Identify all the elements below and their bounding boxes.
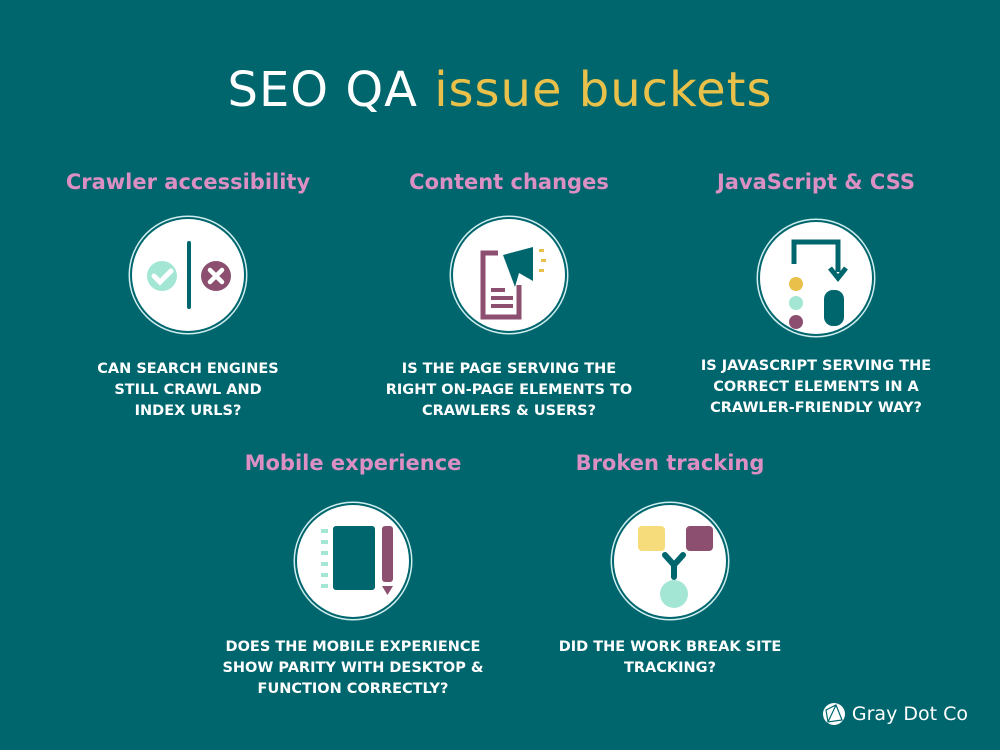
- bucket-heading: Crawler accessibility: [65, 170, 311, 194]
- document-megaphone-icon: [453, 219, 565, 331]
- brand-logo: Gray Dot Co: [822, 702, 968, 726]
- bucket-description: Did the work break site tracking?: [558, 639, 782, 676]
- tracking-nodes-icon: [614, 505, 726, 617]
- bucket-description: Can search engines still crawl and index…: [97, 361, 279, 419]
- page-title: SEO QA issue buckets: [0, 62, 1000, 118]
- bucket-heading: Content changes: [409, 170, 609, 194]
- bucket-heading: Broken tracking: [575, 451, 765, 475]
- bucket-description: Is the page serving the right on-page el…: [385, 361, 633, 419]
- bucket-content-changes: Content changes Is the page serving the …: [349, 170, 669, 422]
- notebook-pencil-icon: [297, 505, 409, 617]
- bucket-crawler-accessibility: Crawler accessibility Can search engines…: [28, 170, 348, 422]
- bucket-heading: JavaScript & CSS: [716, 170, 916, 194]
- check-cross-icon: [132, 219, 244, 331]
- bucket-broken-tracking: Broken tracking Did the work break site …: [510, 451, 830, 679]
- bucket-description: Is JavaScript serving the correct elemen…: [700, 358, 932, 416]
- bucket-description: Does the mobile experience show parity w…: [222, 639, 484, 697]
- title-highlight: issue buckets: [434, 62, 773, 118]
- logo-mark-icon: [822, 703, 845, 725]
- bucket-javascript-css: JavaScript & CSS Is JavaScript serving t…: [656, 170, 976, 419]
- bucket-mobile-experience: Mobile experience Does the mobile experi…: [193, 451, 513, 700]
- logo-text: Gray Dot Co: [851, 703, 968, 725]
- title-part1: SEO QA: [227, 62, 418, 118]
- bucket-heading: Mobile experience: [244, 451, 462, 475]
- flow-arrow-icon: [760, 222, 872, 334]
